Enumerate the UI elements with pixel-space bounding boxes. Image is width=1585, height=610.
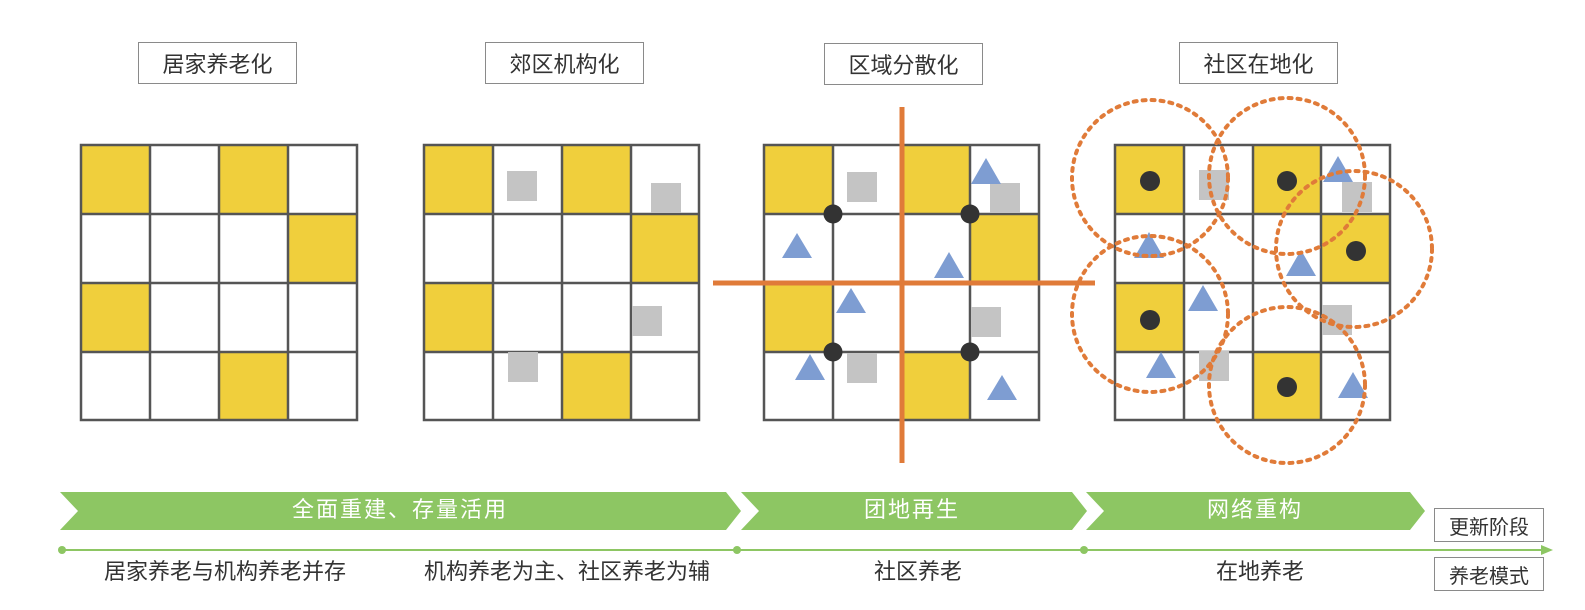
facility-square	[508, 352, 538, 382]
cell-yellow	[902, 352, 970, 420]
service-radius-group	[1070, 96, 1434, 465]
stage-title-home: 居家养老化	[138, 42, 297, 84]
center-dot	[960, 204, 980, 224]
cell-yellow	[764, 283, 833, 352]
service-triangle	[971, 158, 1001, 184]
banner-label-1: 全面重建、存量活用	[291, 498, 508, 523]
mode-label-3: 社区养老	[873, 560, 962, 585]
cell-yellow	[219, 352, 288, 420]
service-radius-circle	[1070, 234, 1230, 394]
cell-yellow	[424, 283, 493, 352]
center-dot	[1277, 171, 1297, 191]
facility-square	[1199, 170, 1229, 200]
timeline-node	[1080, 546, 1088, 554]
service-radius-circle	[1207, 305, 1367, 465]
facility-square	[1322, 305, 1352, 335]
grid-regional	[713, 107, 1095, 463]
service-triangle	[1323, 156, 1353, 182]
grid-lines	[422, 143, 701, 422]
center-dot	[1277, 377, 1297, 397]
banner-arrow-3	[1086, 492, 1425, 530]
service-radius-circle	[1207, 96, 1367, 256]
service-radius-circle	[1070, 98, 1230, 258]
grid-home	[79, 143, 359, 422]
row-label-mode: 养老模式	[1434, 557, 1544, 591]
facility-square	[507, 171, 537, 201]
service-triangle	[1338, 372, 1368, 398]
center-dot	[1140, 310, 1160, 330]
timeline-node	[58, 546, 66, 554]
service-triangle	[836, 288, 866, 313]
cell-yellow	[219, 145, 288, 214]
service-triangle	[1134, 232, 1164, 258]
mode-label-1: 居家养老与机构养老并存	[103, 560, 346, 585]
timeline-arrowhead	[1541, 545, 1553, 555]
cell-yellow	[81, 145, 150, 214]
service-triangle	[987, 375, 1017, 400]
cell-yellow	[764, 145, 833, 214]
grid-suburban	[422, 143, 701, 422]
cell-yellow	[902, 145, 970, 214]
facility-square	[847, 353, 877, 383]
center-dot	[960, 342, 980, 362]
mode-label-4: 在地养老	[1215, 560, 1304, 585]
cell-yellow	[288, 214, 357, 283]
cell-yellow	[631, 214, 699, 283]
row-label-stage: 更新阶段	[1434, 508, 1544, 542]
service-triangle	[782, 233, 812, 258]
center-dot	[1346, 241, 1366, 261]
cell-yellow	[81, 283, 150, 352]
facility-square	[847, 172, 877, 202]
service-triangle	[795, 354, 825, 380]
service-triangle	[1188, 285, 1218, 311]
facility-square	[990, 183, 1020, 213]
center-dot	[823, 342, 843, 362]
banner-arrow-1	[60, 492, 741, 530]
service-radius-circle	[1274, 169, 1434, 329]
facility-square	[1342, 182, 1372, 212]
cell-yellow	[562, 145, 631, 214]
cell-yellow	[562, 352, 631, 420]
service-triangle	[1146, 352, 1176, 378]
mode-label-2: 机构养老为主、社区养老为辅	[423, 560, 710, 585]
center-dot	[823, 204, 843, 224]
stage-title-suburban: 郊区机构化	[485, 42, 644, 84]
service-triangle	[934, 252, 964, 278]
facility-square	[651, 183, 681, 213]
cell-yellow	[970, 214, 1039, 283]
cell-yellow	[424, 145, 493, 214]
grid-community	[1070, 96, 1434, 465]
center-dot	[1140, 171, 1160, 191]
service-triangle	[1286, 250, 1316, 276]
stage-title-community: 社区在地化	[1179, 42, 1338, 84]
banner-arrow-2	[741, 492, 1087, 530]
banner-label-3: 网络重构	[1206, 498, 1303, 523]
timeline-node	[733, 546, 741, 554]
facility-square	[632, 306, 662, 336]
stage-title-regional: 区域分散化	[824, 43, 983, 85]
facility-square	[971, 307, 1001, 337]
banner-label-2: 团地再生	[863, 498, 960, 523]
grid-lines	[79, 143, 359, 422]
grid-lines	[1113, 143, 1392, 422]
